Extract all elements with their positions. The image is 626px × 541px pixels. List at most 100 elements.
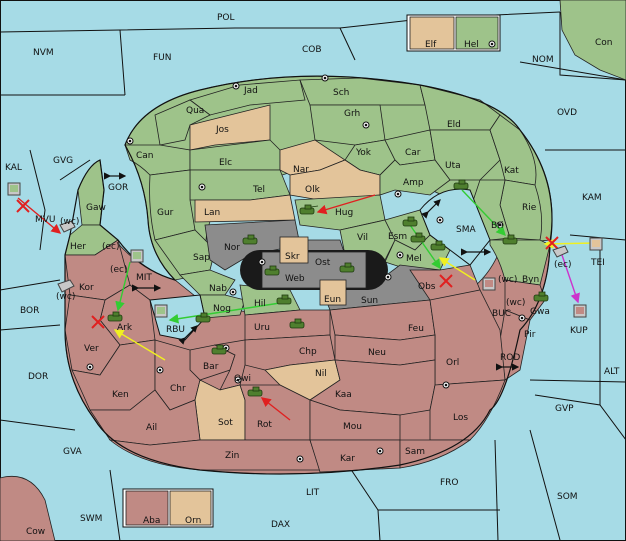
label-byn: Byn: [522, 275, 539, 285]
label-nvm: NVM: [33, 48, 54, 58]
coast-tag: (wc): [60, 217, 79, 227]
label-web: Web: [285, 274, 305, 284]
label-nab: Nab: [209, 284, 227, 294]
territory-rie[interactable]: [499, 179, 543, 241]
label-dor: DOR: [28, 372, 48, 382]
fleet-unit[interactable]: [57, 279, 75, 293]
tank-unit[interactable]: [502, 234, 518, 245]
label-nor: Nor: [224, 243, 240, 253]
label-pir: Pir: [524, 330, 536, 340]
coast-tag: (ec): [102, 242, 120, 252]
tank-unit[interactable]: [195, 312, 211, 323]
label-sot: Sot: [218, 418, 233, 428]
territory-skr[interactable]: [279, 236, 309, 264]
label-ovd: OVD: [557, 108, 577, 118]
label-esm: Esm: [388, 232, 407, 242]
label-los: Los: [453, 413, 468, 423]
tank-unit[interactable]: [211, 344, 227, 355]
label-neu: Neu: [368, 348, 386, 358]
tank-unit[interactable]: [410, 232, 426, 243]
label-nom: NOM: [532, 55, 554, 65]
territory-con[interactable]: [559, 0, 626, 81]
label-skr: Skr: [285, 252, 300, 262]
label-gor: GOR: [108, 183, 128, 193]
label-orn: Orn: [185, 516, 201, 526]
move-arrow: [409, 224, 441, 270]
label-cow: Cow: [26, 527, 45, 537]
coast-tag: (wc): [498, 275, 517, 285]
fleet-unit[interactable]: [552, 245, 569, 258]
label-sun: Sun: [361, 296, 378, 306]
coast-tags: (wc) (ec) (ec) (wc) (wc) (wc) (ec): [56, 217, 572, 308]
label-buc: BUC: [492, 309, 511, 319]
fleet-unit[interactable]: [130, 249, 144, 263]
label-rie: Rie: [522, 203, 537, 213]
label-mou: Mou: [343, 422, 362, 432]
fleet-unit[interactable]: [7, 182, 21, 196]
label-sch: Sch: [333, 88, 349, 98]
territory-kaa[interactable]: [309, 359, 436, 416]
territory-uru[interactable]: [244, 309, 331, 341]
move-arrow: [168, 302, 281, 324]
label-ver: Ver: [84, 344, 99, 354]
label-rot: Rot: [257, 420, 272, 430]
label-fun: FUN: [153, 53, 172, 63]
label-lit: LIT: [306, 488, 320, 498]
label-grh: Grh: [344, 109, 360, 119]
coast-tag: (wc): [506, 298, 525, 308]
label-feu: Feu: [408, 324, 424, 334]
territory-cow[interactable]: [0, 475, 56, 541]
label-rbu: RBU: [166, 325, 185, 335]
tank-unit[interactable]: [533, 291, 549, 302]
label-elf: Elf: [425, 40, 437, 50]
label-nog: Nog: [213, 304, 231, 314]
label-sma: SMA: [456, 225, 476, 235]
label-aba: Aba: [143, 516, 160, 526]
label-qua: Qua: [186, 106, 204, 116]
tank-unit[interactable]: [339, 262, 355, 273]
legend-orn-box: [169, 490, 212, 526]
label-som: SOM: [557, 492, 578, 502]
fleet-unit[interactable]: [59, 220, 76, 233]
territory-nab[interactable]: [179, 269, 236, 296]
territory-mou[interactable]: [309, 399, 401, 441]
tank-unit[interactable]: [430, 240, 446, 251]
fleet-units: [7, 182, 603, 318]
land-labels: Jad Sch Qua Jos Grh Can Eld Yok Car Elc …: [70, 40, 550, 526]
tank-unit[interactable]: [299, 204, 319, 215]
label-gvp: GVP: [555, 404, 574, 414]
legend-bottom: [122, 488, 214, 528]
tank-unit[interactable]: [247, 386, 263, 397]
tank-unit[interactable]: [276, 294, 292, 305]
tank-unit[interactable]: [402, 216, 418, 227]
fleet-unit[interactable]: [589, 237, 603, 251]
label-nil: Nil: [315, 369, 327, 379]
label-hil: Hil: [254, 299, 266, 309]
territory-lan[interactable]: [194, 194, 296, 223]
territory-amp[interactable]: [379, 159, 451, 196]
label-yok: Yok: [355, 148, 372, 158]
tank-unit[interactable]: [264, 265, 280, 276]
fleet-unit[interactable]: [482, 277, 496, 291]
legend-aba-box: [125, 490, 169, 526]
fleet-unit[interactable]: [154, 304, 168, 318]
label-nar: Nar: [293, 165, 309, 175]
label-can: Can: [136, 151, 154, 161]
coast-tag: (ec): [110, 265, 128, 275]
label-chp: Chp: [299, 347, 317, 357]
island-outline: [64, 75, 553, 475]
territory-tel[interactable]: [189, 169, 291, 201]
label-kup: KUP: [570, 326, 588, 336]
label-con: Con: [595, 38, 613, 48]
tank-unit[interactable]: [453, 179, 469, 190]
label-bar: Bar: [203, 362, 219, 372]
territory-eun[interactable]: [319, 279, 347, 306]
fleet-unit[interactable]: [573, 304, 587, 318]
tank-unit[interactable]: [242, 234, 258, 245]
territory-byn[interactable]: [489, 239, 551, 286]
label-olk: Olk: [305, 185, 321, 195]
label-gur: Gur: [157, 208, 174, 218]
tank-unit[interactable]: [289, 318, 305, 329]
tank-unit[interactable]: [107, 311, 123, 322]
territory-gur[interactable]: [149, 169, 196, 241]
